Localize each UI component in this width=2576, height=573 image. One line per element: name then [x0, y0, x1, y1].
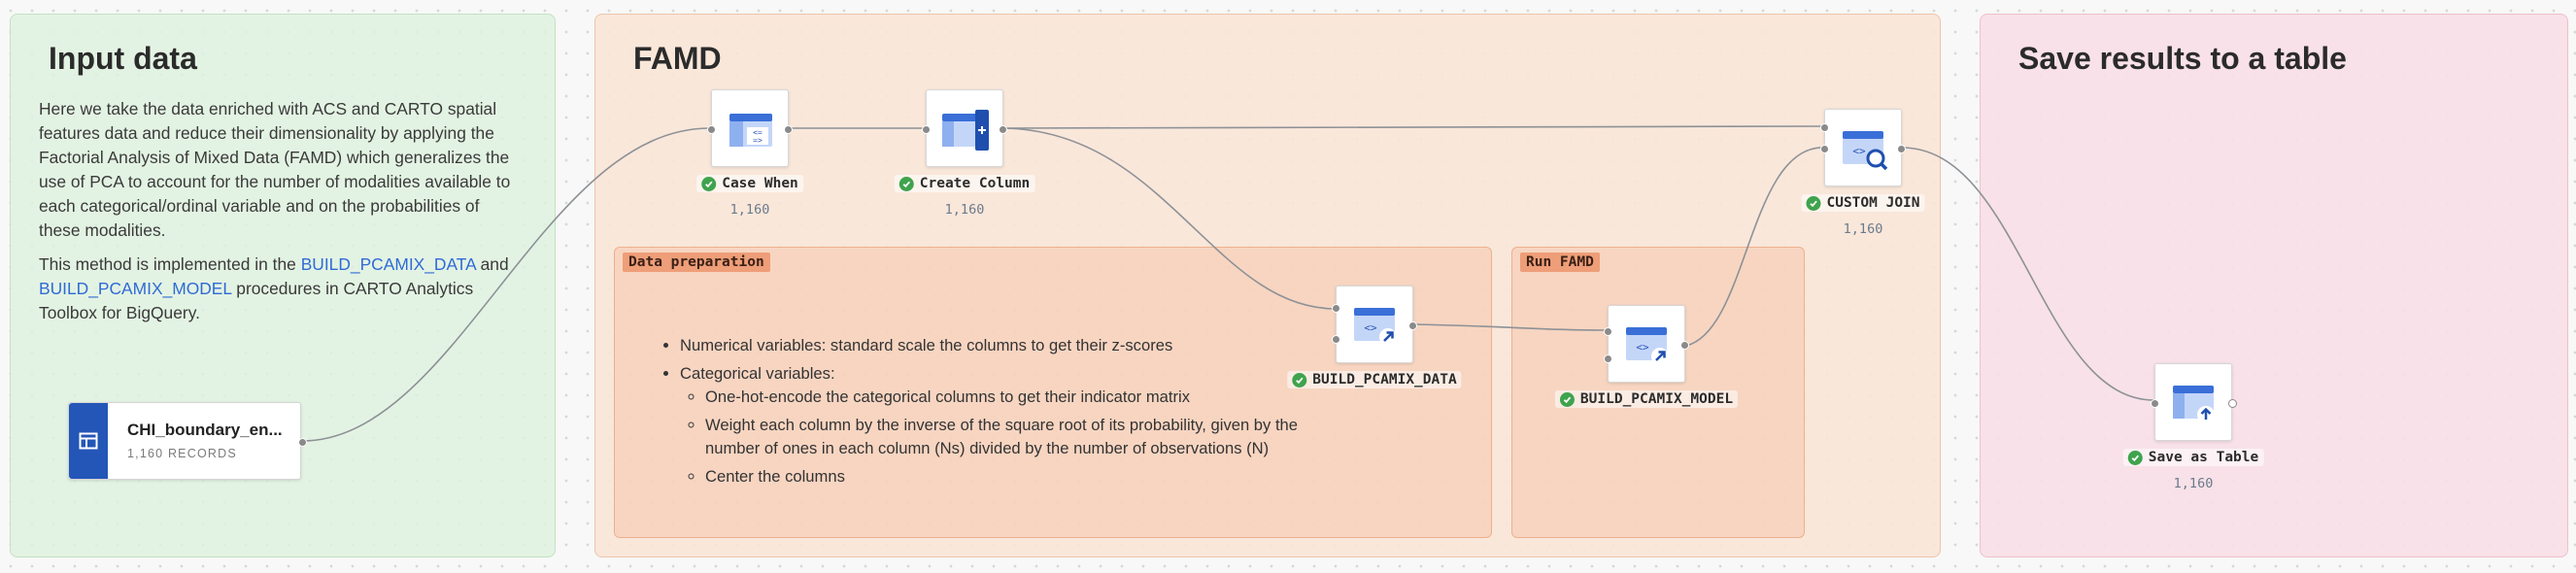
description-paragraph: Here we take the data enriched with ACS … — [39, 99, 511, 240]
case-when-node[interactable]: <= => — [707, 89, 793, 167]
note-item: Numerical variables: standard scale the … — [680, 334, 1352, 357]
case-when-label: Case When — [696, 175, 803, 192]
custom-join-node[interactable]: <> — [1820, 109, 1906, 186]
input-port[interactable] — [707, 125, 716, 134]
build-pcamix-model-label: BUILD_PCAMIX_MODEL — [1554, 390, 1739, 408]
source-table-node[interactable]: CHI_boundary_en... 1,160 RECORDS — [68, 402, 307, 480]
success-check-icon — [1292, 372, 1307, 388]
output-port[interactable] — [1680, 341, 1689, 350]
input-port[interactable] — [1820, 145, 1829, 153]
description-paragraph-methods: This method is implemented in the BUILD_… — [39, 253, 515, 325]
case-when-count: 1,160 — [729, 202, 770, 218]
input-port[interactable] — [1820, 123, 1829, 132]
source-table-name: CHI_boundary_en... — [127, 421, 283, 439]
description-text: procedures in CARTO Analytics Toolbox fo… — [39, 279, 474, 322]
input-data-title: Input data — [49, 41, 197, 76]
output-port[interactable] — [298, 438, 307, 447]
case-when-label-text: Case When — [722, 176, 798, 191]
save-table-icon — [2173, 386, 2215, 423]
note-subitem: Weight each column by the inverse of the… — [705, 414, 1352, 460]
wire-custom-join-to-save-table — [1901, 147, 2155, 401]
save-as-table-label-text: Save as Table — [2148, 450, 2259, 465]
note-subitem: One-hot-encode the categorical columns t… — [705, 386, 1352, 409]
note-subitem: Center the columns — [705, 465, 1352, 489]
create-column-node[interactable] — [922, 89, 1007, 167]
success-check-icon — [701, 176, 717, 191]
description-text: and — [475, 254, 509, 274]
svg-text:<=: <= — [753, 128, 763, 137]
build-pcamix-model-node[interactable]: <> — [1604, 305, 1689, 383]
success-check-icon — [898, 176, 914, 191]
input-port[interactable] — [1604, 354, 1612, 363]
code-procedure-icon: <> — [1626, 327, 1669, 365]
source-record-count: 1,160 RECORDS — [127, 447, 237, 460]
build-pcamix-data-label: BUILD_PCAMIX_DATA — [1287, 371, 1462, 388]
code-procedure-icon: <> — [1354, 308, 1397, 346]
success-check-icon — [2127, 450, 2143, 465]
save-as-table-node[interactable] — [2151, 363, 2237, 441]
save-as-table-label: Save as Table — [2122, 449, 2264, 466]
build-pcamix-model-label-text: BUILD_PCAMIX_MODEL — [1579, 391, 1734, 407]
success-check-icon — [1559, 391, 1575, 407]
create-column-label: Create Column — [894, 175, 1035, 192]
success-check-icon — [1806, 195, 1821, 211]
svg-text:<>: <> — [1636, 341, 1649, 354]
data-preparation-notes: Numerical variables: standard scale the … — [653, 334, 1352, 493]
input-port[interactable] — [1332, 304, 1340, 313]
save-results-title: Save results to a table — [2018, 41, 2347, 76]
code-search-icon: <> — [1843, 131, 1888, 171]
custom-join-label-text: CUSTOM JOIN — [1826, 195, 1920, 211]
output-port[interactable] — [784, 125, 793, 134]
input-port[interactable] — [1604, 327, 1612, 336]
case-when-icon: <= => — [729, 114, 772, 147]
save-as-table-count: 1,160 — [2173, 476, 2214, 491]
wire-create-column-to-build-data — [1002, 127, 1337, 310]
build-pcamix-model-link[interactable]: BUILD_PCAMIX_MODEL — [39, 279, 232, 298]
output-port[interactable] — [999, 125, 1007, 134]
wire-build-data-to-build-model — [1413, 323, 1609, 331]
famd-title: FAMD — [633, 41, 722, 76]
note-item-text: Categorical variables: — [680, 364, 835, 383]
svg-text:<>: <> — [1852, 145, 1866, 157]
description-text: This method is implemented in the — [39, 254, 301, 274]
note-item: Categorical variables: One-hot-encode th… — [680, 362, 1352, 489]
wire-create-column-to-custom-join — [1002, 125, 1825, 129]
input-port[interactable] — [922, 125, 931, 134]
famd-panel — [594, 14, 1941, 557]
run-famd-label: Run FAMD — [1520, 253, 1600, 272]
custom-join-label: CUSTOM JOIN — [1801, 194, 1925, 212]
input-port[interactable] — [1332, 335, 1340, 344]
save-results-panel — [1980, 14, 2568, 557]
svg-text:=>: => — [753, 136, 763, 145]
input-port[interactable] — [2151, 399, 2159, 408]
build-pcamix-data-link[interactable]: BUILD_PCAMIX_DATA — [300, 254, 476, 274]
wire-build-model-to-custom-join — [1685, 147, 1825, 347]
svg-text:<>: <> — [1364, 321, 1377, 334]
add-column-icon — [942, 110, 989, 151]
build-pcamix-data-node[interactable]: <> — [1332, 286, 1417, 363]
data-preparation-label: Data preparation — [623, 253, 770, 272]
create-column-count: 1,160 — [944, 202, 985, 218]
build-pcamix-data-label-text: BUILD_PCAMIX_DATA — [1312, 372, 1457, 388]
input-description: Here we take the data enriched with ACS … — [39, 97, 515, 335]
output-port[interactable] — [2228, 399, 2237, 408]
custom-join-count: 1,160 — [1843, 221, 1883, 237]
output-port[interactable] — [1897, 145, 1906, 153]
wire-source-to-case-when — [301, 127, 712, 442]
table-icon — [69, 403, 108, 479]
output-port[interactable] — [1408, 321, 1417, 330]
create-column-label-text: Create Column — [919, 176, 1031, 191]
